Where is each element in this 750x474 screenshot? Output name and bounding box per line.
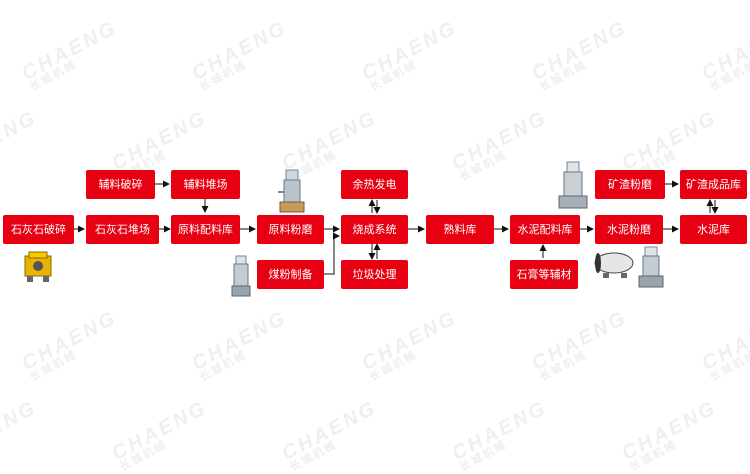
node-limestone-crushing: 石灰石破碎: [3, 215, 74, 244]
node-raw-grinding: 原料粉磨: [257, 215, 324, 244]
node-slag-product-store: 矿渣成品库: [680, 170, 747, 199]
flow-arrows: [74, 180, 719, 275]
hammer-crusher-image: [24, 251, 52, 282]
coal-mill-image: [231, 255, 251, 297]
node-waste-heat: 余热发电: [341, 170, 408, 199]
cement-mill-image: [638, 246, 664, 288]
node-coal-prep: 煤粉制备: [257, 260, 324, 289]
node-waste-treatment: 垃圾处理: [341, 260, 408, 289]
node-aux-yard: 辅料堆场: [171, 170, 240, 199]
arrow-coal-to-kiln: [324, 232, 340, 275]
vertical-mill-image: [278, 169, 305, 213]
node-aux-crushing: 辅料破碎: [86, 170, 155, 199]
node-slag-grinding: 矿渣粉磨: [595, 170, 665, 199]
node-gypsum-aux: 石膏等辅材: [510, 260, 578, 289]
slag-mill-image: [558, 161, 588, 209]
ball-mill-image: [594, 252, 634, 278]
node-cement-grinding: 水泥粉磨: [595, 215, 663, 244]
node-cement-batching: 水泥配料库: [510, 215, 580, 244]
node-clinker-store: 熟料库: [426, 215, 494, 244]
node-cement-silo: 水泥库: [680, 215, 747, 244]
node-limestone-yard: 石灰石堆场: [86, 215, 159, 244]
node-raw-batching: 原料配料库: [171, 215, 240, 244]
node-kiln-system: 烧成系统: [341, 215, 408, 244]
